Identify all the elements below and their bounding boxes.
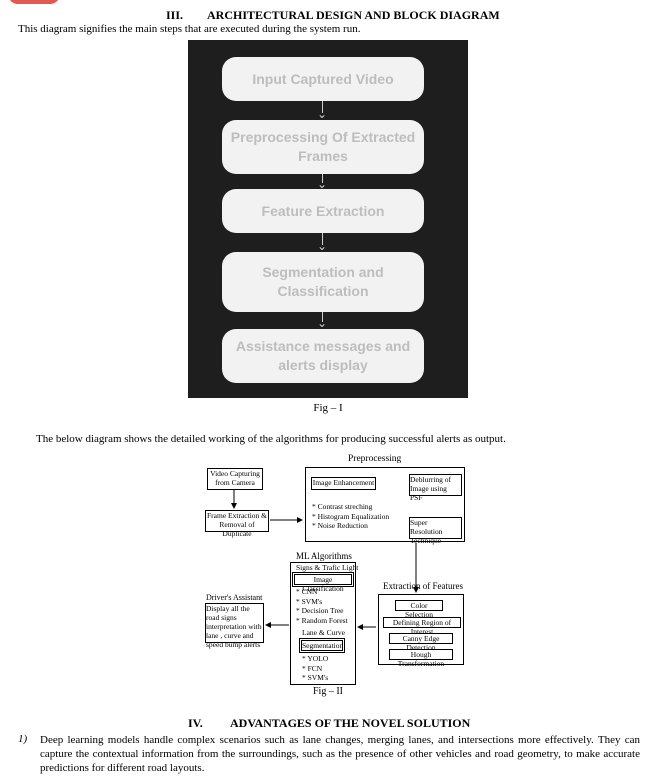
section4-heading: IV. ADVANTAGES OF THE NOVEL SOLUTION: [0, 716, 655, 730]
intro-paragraph: This diagram signifies the main steps th…: [18, 23, 361, 35]
segmentation-item: * YOLO: [302, 654, 329, 663]
deblurring-box: Deblurring of Image using PSF: [409, 474, 462, 502]
step-segmentation: Segmentation and Classification: [222, 252, 424, 312]
feature-hough: Hough Transformation: [389, 649, 453, 668]
features-title: Extraction of Features: [383, 581, 463, 591]
arrow-down-icon: ⌄: [317, 101, 327, 121]
super-resolution-box: Super Resolution Technique: [409, 517, 462, 545]
arrow-down-icon: ⌄: [317, 312, 327, 330]
section-number: III.: [166, 8, 184, 22]
ml-title: ML Algorithms: [296, 551, 352, 561]
enhancement-item: * Contrast streching: [312, 502, 373, 511]
step-input-video: Input Captured Video: [222, 57, 424, 101]
segmentation-item: * FCN: [302, 663, 323, 673]
step-alerts: Assistance messages and alerts display: [222, 329, 424, 383]
classification-item: * Random Forest: [296, 615, 348, 625]
logo-fragment: [8, 0, 60, 4]
feature-canny-edge: Canny Edge Detection: [389, 633, 453, 652]
step-feature-extraction: Feature Extraction: [222, 189, 424, 233]
fig2-caption: Fig – II: [313, 686, 343, 697]
video-capture-box: Video Capturing from Camera: [207, 468, 263, 490]
enhancement-item: * Noise Reduction: [312, 521, 368, 530]
enhancement-list: * Contrast streching * Histogram Equaliz…: [312, 502, 389, 531]
classification-item: * CNN: [296, 587, 318, 596]
arrow-down-icon: ⌄: [317, 233, 327, 253]
image-enhancement-box: Image Enhancement: [311, 477, 376, 490]
section-title: ARCHITECTURAL DESIGN AND BLOCK DIAGRAM: [207, 8, 500, 22]
enhancement-item: * Histogram Equalization: [312, 511, 390, 521]
fig1-caption: Fig – I: [313, 402, 343, 414]
classification-list: * CNN * SVM's * Decision Tree * Random F…: [296, 587, 348, 625]
section4-title: ADVANTAGES OF THE NOVEL SOLUTION: [230, 716, 471, 730]
fig2-intro: The below diagram shows the detailed wor…: [36, 433, 506, 445]
assistant-title: Driver's Assistant: [206, 593, 263, 602]
classification-item: * Decision Tree: [296, 606, 344, 615]
segmentation-list: * YOLO * FCN * SVM's: [302, 654, 328, 683]
image-classification-box: Image Classification: [292, 572, 354, 593]
lane-title: Lane & Curve: [302, 628, 345, 637]
flowchart-fig1: Input Captured Video ⌄ Preprocessing Of …: [188, 40, 468, 398]
segmentation-item: * SVM's: [302, 673, 329, 682]
feature-color-selection: Color Selection: [395, 600, 443, 619]
segmentation-box: Segmentation: [299, 638, 345, 653]
preprocessing-title: Preprocessing: [348, 454, 402, 464]
item-marker: 1): [18, 733, 28, 745]
signs-title: Signs & Trafic Light: [296, 563, 359, 572]
step-preprocessing: Preprocessing Of Extracted Frames: [222, 120, 424, 174]
assistant-box: Display all the road signs interpretatio…: [205, 603, 264, 649]
feature-region-of-interest: Defining Region of Interest: [383, 617, 461, 636]
frame-extraction-box: Frame Extraction & Removal of Duplicate: [205, 510, 269, 538]
advantage-item: Deep learning models handle complex scen…: [40, 734, 640, 774]
arrow-down-icon: ⌄: [317, 174, 327, 191]
section4-number: IV.: [188, 716, 203, 730]
classification-item: * SVM's: [296, 596, 323, 606]
